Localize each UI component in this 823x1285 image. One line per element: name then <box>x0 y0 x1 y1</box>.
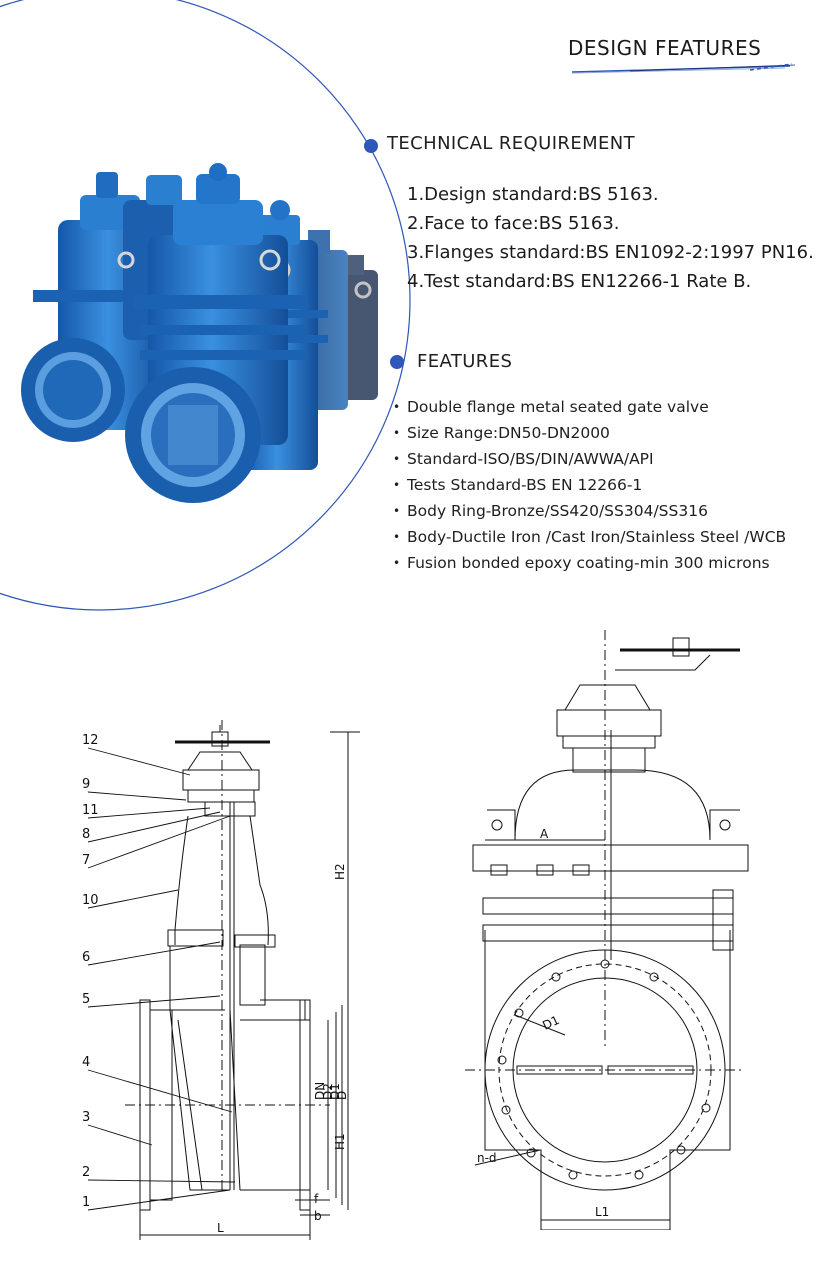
feature-item: •Standard-ISO/BS/DIN/AWWA/API <box>393 446 786 472</box>
dimension-label: DN <box>313 1082 327 1100</box>
callout-label: 1 <box>82 1195 90 1210</box>
dimension-label: H2 <box>333 863 347 880</box>
callout-label: 7 <box>82 853 90 868</box>
dimension-label: n-d <box>477 1151 497 1165</box>
bullet-icon: • <box>393 530 401 544</box>
callout-label: 3 <box>82 1110 90 1125</box>
callout-label: 5 <box>82 992 90 1007</box>
callout-label: 4 <box>82 1055 90 1070</box>
callout-label: 11 <box>82 803 99 818</box>
dimension-label: b <box>314 1209 322 1223</box>
bullet-icon: • <box>393 478 401 492</box>
dimension-label: A <box>540 827 549 841</box>
feature-item: •Body-Ductile Iron /Cast Iron/Stainless … <box>393 524 786 550</box>
dimension-label: L <box>217 1221 224 1235</box>
callout-label: 6 <box>82 950 90 965</box>
dimension-label: f <box>314 1192 319 1206</box>
bullet-icon: • <box>393 504 401 518</box>
gate-valve-section-drawing: 12 9 11 8 7 10 6 5 4 3 2 1 H2 H1 DN D2 D… <box>82 720 360 1240</box>
technical-requirement-list: 1.Design standard:BS 5163. 2.Face to fac… <box>407 180 814 296</box>
callout-label: 2 <box>82 1165 90 1180</box>
bullet-icon: • <box>393 426 401 440</box>
feature-item: •Size Range:DN50-DN2000 <box>393 420 786 446</box>
dimension-label: D <box>335 1091 349 1100</box>
callout-label: 10 <box>82 893 99 908</box>
technical-requirement-title: TECHNICAL REQUIREMENT <box>387 133 636 154</box>
feature-item: •Double flange metal seated gate valve <box>393 394 786 420</box>
dimension-label: D2 <box>321 1083 335 1100</box>
requirement-item: 4.Test standard:BS EN12266-1 Rate B. <box>407 271 752 292</box>
dimension-label: D1 <box>328 1083 342 1100</box>
requirement-item: 2.Face to face:BS 5163. <box>407 213 620 234</box>
bullet-icon: • <box>393 400 401 414</box>
gate-valve-front-drawing: A D1 n-d L1 <box>465 630 749 1230</box>
bullet-icon: • <box>393 452 401 466</box>
page-title: DESIGN FEATURES <box>568 36 762 60</box>
callout-label: 8 <box>82 827 90 842</box>
callout-label: 9 <box>82 777 90 792</box>
gate-valve-product-photo <box>21 163 378 503</box>
callout-label: 12 <box>82 733 99 748</box>
requirement-item: 1.Design standard:BS 5163. <box>407 184 659 205</box>
dimension-label: L1 <box>595 1205 609 1219</box>
blue-dot-icon <box>390 355 404 369</box>
features-title: FEATURES <box>417 351 513 372</box>
feature-item: •Body Ring-Bronze/SS420/SS304/SS316 <box>393 498 786 524</box>
bullet-icon: • <box>393 556 401 570</box>
blue-dot-icon <box>364 139 378 153</box>
dimension-label: D1 <box>540 1013 561 1033</box>
feature-item: •Tests Standard-BS EN 12266-1 <box>393 472 786 498</box>
dimension-label: H1 <box>333 1133 347 1150</box>
decorative-rule-icon <box>571 63 795 74</box>
feature-item: •Fusion bonded epoxy coating-min 300 mic… <box>393 550 786 576</box>
requirement-item: 3.Flanges standard:BS EN1092-2:1997 PN16… <box>407 242 814 263</box>
features-list: •Double flange metal seated gate valve •… <box>393 394 786 576</box>
